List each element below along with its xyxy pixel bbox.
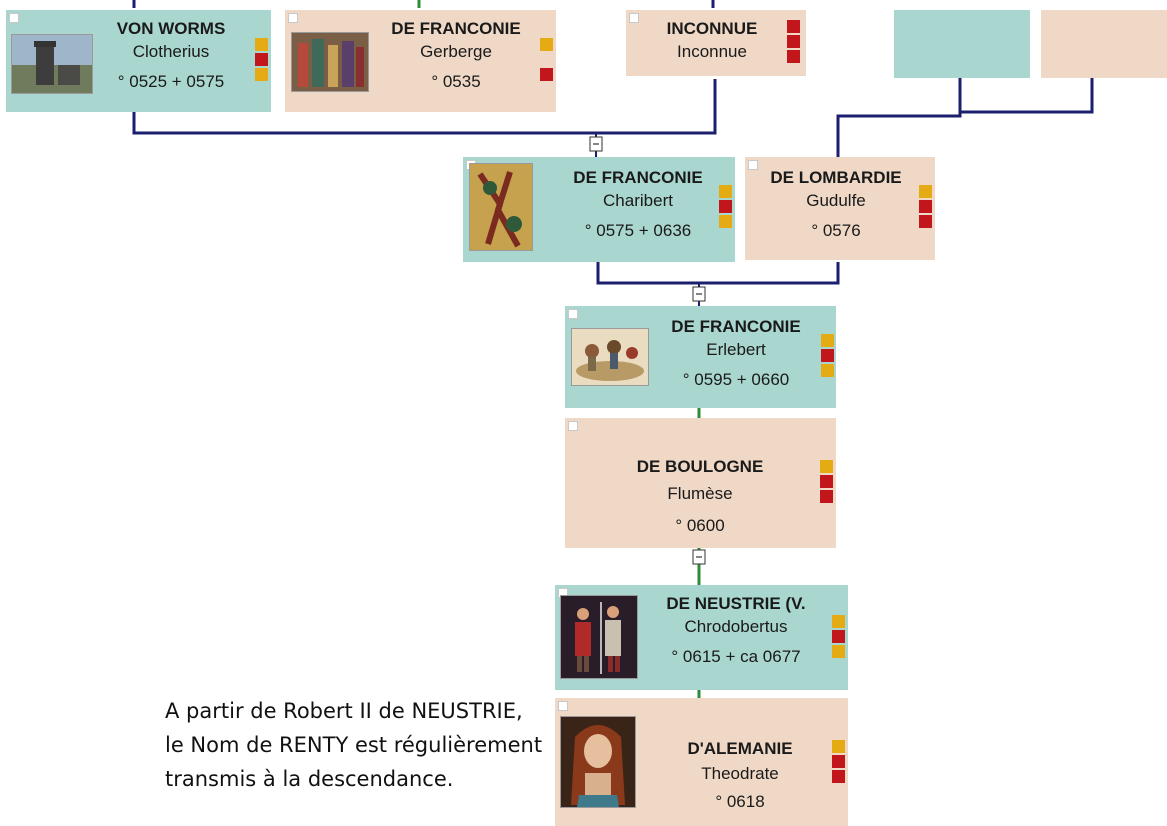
given-name: Theodrate bbox=[701, 764, 779, 783]
person-card-gudulfe[interactable]: DE LOMBARDIE Gudulfe ° 0576 bbox=[745, 157, 935, 260]
select-checkbox[interactable] bbox=[748, 160, 758, 170]
given-name: Inconnue bbox=[677, 42, 747, 61]
select-checkbox[interactable] bbox=[9, 13, 19, 23]
status-flags bbox=[787, 20, 800, 65]
person-card-chrodobertus[interactable]: DE NEUSTRIE (V. Chrodobertus ° 0615 + ca… bbox=[555, 585, 848, 690]
status-flags bbox=[832, 615, 845, 660]
life-dates: ° 0576 bbox=[811, 221, 861, 240]
surname: DE FRANCONIE bbox=[671, 317, 801, 336]
life-dates: ° 0600 bbox=[675, 516, 725, 535]
unknown-parent-box-male[interactable] bbox=[894, 10, 1030, 78]
given-name: Gerberge bbox=[420, 42, 492, 61]
life-dates: ° 0615 + ca 0677 bbox=[671, 647, 801, 666]
tapestry-photo bbox=[469, 163, 533, 251]
person-card-flumese[interactable]: DE BOULOGNE Flumèse ° 0600 bbox=[565, 418, 836, 548]
surname: D'ALEMANIE bbox=[687, 739, 793, 758]
collapse-toggle-chrodobertus[interactable] bbox=[692, 549, 706, 565]
person-card-charibert[interactable]: DE FRANCONIE Charibert ° 0575 + 0636 bbox=[463, 157, 735, 262]
tower-photo bbox=[11, 34, 93, 94]
note-line-3: transmis à la descendance. bbox=[165, 767, 454, 791]
life-dates: ° 0595 + 0660 bbox=[682, 370, 790, 389]
note-line-1: A partir de Robert II de NEUSTRIE, bbox=[165, 699, 523, 723]
collapse-toggle-erlebert[interactable] bbox=[692, 286, 706, 302]
select-checkbox[interactable] bbox=[568, 421, 578, 431]
life-dates: ° 0525 + 0575 bbox=[117, 72, 225, 91]
given-name: Clotherius bbox=[132, 42, 210, 61]
surname: DE FRANCONIE bbox=[391, 19, 521, 38]
status-flags bbox=[820, 460, 833, 505]
given-name: Gudulfe bbox=[806, 191, 866, 210]
status-flags bbox=[832, 740, 845, 785]
life-dates: ° 0575 + 0636 bbox=[584, 221, 692, 240]
person-card-inconnue[interactable]: INCONNUE Inconnue bbox=[626, 10, 806, 76]
battle-photo bbox=[571, 328, 649, 386]
status-flags bbox=[821, 334, 834, 379]
person-card-clotherius[interactable]: VON WORMS Clotherius ° 0525 + 0575 bbox=[6, 10, 271, 112]
procession-photo bbox=[291, 32, 369, 92]
surname: VON WORMS bbox=[116, 19, 226, 38]
surname: DE LOMBARDIE bbox=[770, 168, 902, 187]
status-flags bbox=[255, 38, 268, 83]
status-flags bbox=[919, 185, 932, 230]
warriors-photo bbox=[560, 595, 638, 679]
select-checkbox[interactable] bbox=[568, 309, 578, 319]
collapse-toggle-charibert[interactable] bbox=[589, 136, 603, 152]
life-dates: ° 0618 bbox=[715, 792, 765, 811]
given-name: Erlebert bbox=[706, 340, 766, 359]
lineage-note: A partir de Robert II de NEUSTRIE, le No… bbox=[165, 694, 542, 796]
select-checkbox[interactable] bbox=[288, 13, 298, 23]
note-line-2: le Nom de RENTY est régulièrement bbox=[165, 733, 543, 757]
given-name: Charibert bbox=[603, 191, 673, 210]
status-flags bbox=[540, 38, 553, 83]
unknown-parent-box-female[interactable] bbox=[1041, 10, 1167, 78]
portrait-photo bbox=[560, 716, 636, 808]
select-checkbox[interactable] bbox=[629, 13, 639, 23]
person-card-gerberge[interactable]: DE FRANCONIE Gerberge ° 0535 bbox=[285, 10, 556, 112]
surname: INCONNUE bbox=[666, 19, 758, 38]
surname: DE BOULOGNE bbox=[636, 457, 764, 476]
given-name: Chrodobertus bbox=[684, 617, 788, 636]
person-card-theodrate[interactable]: D'ALEMANIE Theodrate ° 0618 bbox=[555, 698, 848, 826]
person-card-erlebert[interactable]: DE FRANCONIE Erlebert ° 0595 + 0660 bbox=[565, 306, 836, 408]
life-dates: ° 0535 bbox=[431, 72, 481, 91]
select-checkbox[interactable] bbox=[558, 701, 568, 711]
status-flags bbox=[719, 185, 732, 230]
given-name: Flumèse bbox=[667, 484, 733, 503]
surname: DE NEUSTRIE (V. bbox=[666, 594, 806, 613]
surname: DE FRANCONIE bbox=[573, 168, 703, 187]
